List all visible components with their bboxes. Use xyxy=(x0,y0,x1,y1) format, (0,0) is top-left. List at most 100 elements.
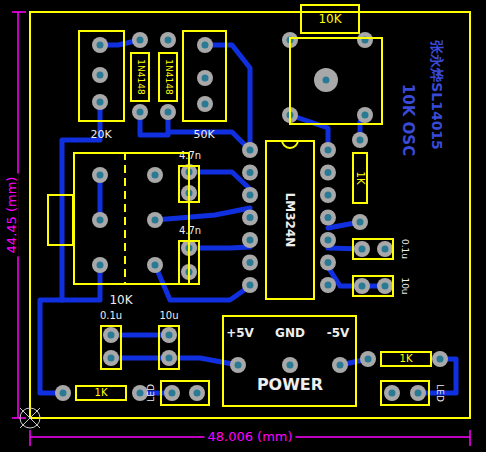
pad xyxy=(377,278,393,294)
component-label: -5V xyxy=(327,327,350,339)
pad xyxy=(354,241,370,257)
copper-trace xyxy=(168,112,250,150)
component-label: 10K xyxy=(109,294,132,306)
pad xyxy=(242,232,258,248)
component-outline: 10K xyxy=(300,4,360,34)
pad xyxy=(147,212,163,228)
component-label: LED xyxy=(435,384,444,402)
origin-mark xyxy=(20,408,40,428)
component-label: 1K xyxy=(355,172,365,185)
component-outline: 20K xyxy=(78,30,125,122)
pad xyxy=(55,385,71,401)
component-label: 1K xyxy=(95,388,108,398)
pad xyxy=(161,327,177,343)
component-outline: 0.1u xyxy=(352,238,394,260)
copper-traces xyxy=(40,40,456,393)
pad xyxy=(320,165,336,181)
pad xyxy=(132,32,148,48)
component-outline: 10K xyxy=(73,152,190,285)
component-outline: LM324N xyxy=(265,140,315,300)
pad xyxy=(197,70,213,86)
pad xyxy=(92,212,108,228)
pad xyxy=(352,132,368,148)
pad xyxy=(197,96,213,112)
pad xyxy=(92,67,108,83)
dimension-label: 44.45 (mm) xyxy=(5,174,19,257)
pad xyxy=(242,187,258,203)
dimension-label: 48.006 (mm) xyxy=(204,430,295,444)
component-label: 10K xyxy=(318,13,341,25)
pad xyxy=(320,187,336,203)
pad xyxy=(230,357,246,373)
pad xyxy=(92,37,108,53)
pad xyxy=(320,277,336,293)
component-outline: 1K xyxy=(75,385,127,401)
pad xyxy=(320,255,336,271)
pad xyxy=(282,357,298,373)
pad xyxy=(242,255,258,271)
pad xyxy=(360,351,376,367)
pad xyxy=(197,37,213,53)
component-label: 10u xyxy=(159,311,178,321)
copper-trace xyxy=(40,300,63,393)
pad xyxy=(352,214,368,230)
component-label: 1N4148 xyxy=(164,59,173,94)
pad xyxy=(377,241,393,257)
component-outline: LED xyxy=(160,380,210,406)
pad xyxy=(320,232,336,248)
component-outline: +5V GND -5V POWER xyxy=(222,315,357,407)
silkscreen xyxy=(48,38,382,285)
silkscreen-note: 10K OSC xyxy=(400,81,417,159)
pad xyxy=(242,165,258,181)
pad xyxy=(357,107,373,123)
component-outline: 1K xyxy=(352,152,368,204)
component-label: 4.7n xyxy=(179,226,201,236)
pad xyxy=(92,257,108,273)
component-label: 0.1u xyxy=(400,239,409,259)
pad xyxy=(410,385,426,401)
component-outline: 1N4148 xyxy=(158,52,178,102)
pad xyxy=(147,167,163,183)
pad xyxy=(160,32,176,48)
pad xyxy=(132,104,148,120)
pad xyxy=(242,277,258,293)
pad xyxy=(354,278,370,294)
pad xyxy=(103,350,119,366)
component-label: POWER xyxy=(257,377,323,393)
component-label: GND xyxy=(275,327,305,339)
pad xyxy=(92,94,108,110)
component-label: 1N4148 xyxy=(136,59,145,94)
component-outline: 10u xyxy=(158,325,180,370)
pad xyxy=(357,32,373,48)
component-label: 20K xyxy=(90,129,111,140)
pad xyxy=(164,385,180,401)
pad xyxy=(320,142,336,158)
board-outline xyxy=(30,12,470,418)
pad xyxy=(320,210,336,226)
pads xyxy=(55,32,448,401)
dimension-lines xyxy=(12,12,470,446)
component-outline: 10u xyxy=(352,275,394,297)
pad xyxy=(384,385,400,401)
copper-trace xyxy=(155,208,250,220)
component-outline: 50K xyxy=(182,30,227,122)
pad xyxy=(103,327,119,343)
component-outline: 1N4148 xyxy=(130,52,150,102)
copper-trace xyxy=(155,265,250,300)
component-label: +5V xyxy=(226,327,254,339)
pad xyxy=(314,68,338,92)
pad xyxy=(161,350,177,366)
silkscreen-note: 张永烨SL14015 xyxy=(428,37,443,153)
component-label: 10u xyxy=(400,277,409,294)
component-label: LED xyxy=(147,384,156,402)
component-label: LM324N xyxy=(284,193,296,248)
pad xyxy=(242,210,258,226)
component-label: 0.1u xyxy=(100,311,122,321)
pad xyxy=(160,104,176,120)
component-outline: LED xyxy=(380,380,430,406)
pad xyxy=(189,385,205,401)
component-outline: 1K xyxy=(380,351,432,367)
pad xyxy=(332,357,348,373)
component-outline: 0.1u xyxy=(100,325,122,370)
component-label: 50K xyxy=(193,129,214,140)
